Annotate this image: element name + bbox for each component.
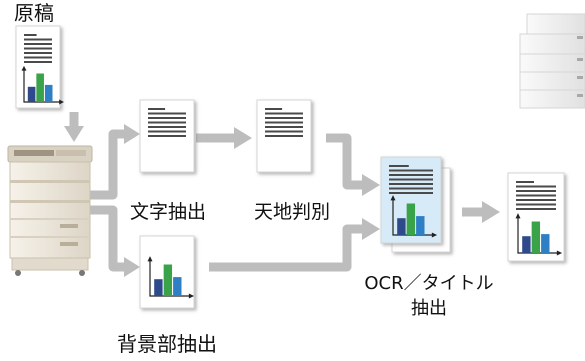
chart-bar xyxy=(44,84,53,102)
chart-bar xyxy=(406,203,416,235)
text-line xyxy=(24,47,52,50)
arrow-heads xyxy=(64,124,500,277)
axis-arrow xyxy=(147,256,153,262)
text-line xyxy=(516,194,556,197)
text-page-icon xyxy=(139,99,195,173)
text-line xyxy=(148,135,186,137)
oriented-text-page-icon xyxy=(256,99,312,173)
text-line xyxy=(265,126,303,128)
label-text-extraction: 文字抽出 xyxy=(130,201,206,223)
text-line xyxy=(389,169,433,172)
axis-arrow xyxy=(188,293,195,299)
label-ocr-title-line1: OCR／タイトル xyxy=(364,273,493,294)
text-line xyxy=(516,208,556,210)
text-line xyxy=(148,108,166,110)
chart-bar xyxy=(522,236,531,253)
flow-arrows xyxy=(69,112,483,272)
text-line xyxy=(389,165,409,167)
text-line xyxy=(516,199,556,201)
text-line xyxy=(389,187,433,190)
text-line xyxy=(24,52,52,54)
axis-arrow xyxy=(59,99,64,105)
background-page-icon xyxy=(139,235,195,309)
chart-bar xyxy=(163,264,173,296)
text-line xyxy=(389,174,433,176)
arrow-copier-to-text xyxy=(88,129,125,200)
chart-bar xyxy=(173,277,182,296)
chart-bar xyxy=(531,221,541,253)
arrow-copier-to-background xyxy=(88,205,125,272)
text-line xyxy=(24,34,37,36)
chart-bar xyxy=(154,279,163,296)
text-line xyxy=(516,203,556,206)
text-line xyxy=(24,61,52,63)
source-document-icon xyxy=(15,25,64,109)
chart-bar xyxy=(27,86,36,102)
axis-arrow xyxy=(21,65,27,71)
result-document-icon xyxy=(507,172,565,262)
chart-bar xyxy=(416,216,425,235)
text-line xyxy=(265,121,303,124)
label-ocr-title-line2: 抽出 xyxy=(411,298,447,319)
text-line xyxy=(389,178,433,181)
text-line xyxy=(389,192,433,194)
text-line xyxy=(148,112,186,115)
text-line xyxy=(516,185,556,188)
chart-bar xyxy=(36,73,44,102)
text-line xyxy=(516,181,534,183)
text-line xyxy=(265,117,303,119)
printer-stack-icon xyxy=(519,13,585,109)
arrow-background-to-ocr xyxy=(209,224,364,272)
copier-icon xyxy=(7,145,93,276)
text-line xyxy=(389,183,433,185)
text-line xyxy=(24,56,52,59)
label-source: 原稿 xyxy=(14,1,54,25)
documents xyxy=(15,25,565,309)
axis-arrow xyxy=(390,195,396,201)
label-orientation: 天地判別 xyxy=(254,201,330,223)
text-line xyxy=(265,135,303,137)
text-line xyxy=(265,112,303,115)
text-line xyxy=(148,130,186,133)
text-line xyxy=(148,117,186,119)
text-line xyxy=(265,108,283,110)
text-line xyxy=(148,121,186,124)
chart-bar xyxy=(541,234,550,253)
text-line xyxy=(265,130,303,133)
chart-bar xyxy=(397,218,406,235)
label-background-extraction: 背景部抽出 xyxy=(117,332,217,356)
text-line xyxy=(516,190,556,192)
arrow-orientation-to-ocr xyxy=(326,133,364,190)
axis-arrow xyxy=(431,232,438,238)
axis-arrow xyxy=(515,213,521,219)
ocr-front-page-icon xyxy=(380,156,442,244)
text-line xyxy=(24,38,52,41)
text-line xyxy=(24,43,52,45)
text-line xyxy=(148,126,186,128)
axis-arrow xyxy=(556,250,563,256)
